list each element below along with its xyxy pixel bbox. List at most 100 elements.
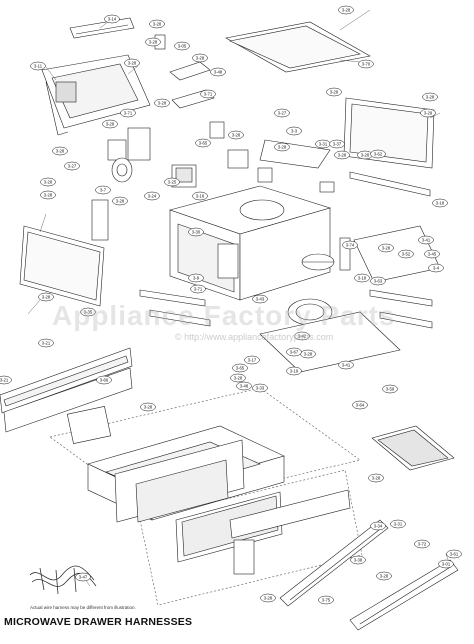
part-callout: 3-43 <box>252 294 268 304</box>
part-callout-oval <box>154 98 170 108</box>
part-callout-label: 3-28 <box>116 199 125 204</box>
part-callout-oval <box>96 375 112 385</box>
part-callout-label: 3-21 <box>42 341 51 346</box>
drawer-front-part <box>66 406 245 523</box>
part-callout-label: 3-31 <box>394 522 403 527</box>
part-callout-oval <box>104 14 120 24</box>
part-callout-oval <box>422 92 438 102</box>
part-callout: 3-61 <box>446 549 462 559</box>
part-callout-label: 3-28 <box>338 153 347 158</box>
part-callout-label: 3-31 <box>319 142 328 147</box>
part-callout-oval <box>149 19 165 29</box>
part-callout-label: 3-4 <box>433 266 440 271</box>
part-callout-oval <box>286 347 302 357</box>
part-callout: 3-38 <box>350 555 366 565</box>
part-callout-label: 3-67 <box>290 350 299 355</box>
part-callout-oval <box>52 146 68 156</box>
part-callout-oval <box>370 521 386 531</box>
part-callout-label: 3-63 <box>374 279 383 284</box>
part-callout-label: 3-72 <box>418 542 427 547</box>
part-callout-oval <box>378 243 394 253</box>
part-callout: 3-37 <box>329 139 345 149</box>
part-callout-label: 3-28 <box>380 574 389 579</box>
part-callout-label: 3-28 <box>304 352 313 357</box>
part-callout-oval <box>200 89 216 99</box>
part-callout-label: 3-27 <box>278 111 287 116</box>
turntable-part <box>287 253 335 326</box>
part-callout: 3-28 <box>334 150 350 160</box>
part-callout-label: 3-74 <box>346 243 355 248</box>
part-callout: 3-28 <box>38 292 54 302</box>
part-callout-label: 3-33 <box>256 386 265 391</box>
part-callout-oval <box>120 108 136 118</box>
part-callout: 3-42 <box>294 331 310 341</box>
part-callout-label: 3-41 <box>422 238 431 243</box>
part-callout-label: 3-30 <box>192 230 201 235</box>
part-callout-oval <box>210 67 226 77</box>
part-callout: 3-48 <box>236 381 252 391</box>
part-callout-label: 3-28 <box>361 153 370 158</box>
part-callout: 3-28 <box>154 98 170 108</box>
part-callout-label: 3-71 <box>204 92 213 97</box>
part-callout: 3-18 <box>354 273 370 283</box>
part-callout: 3-72 <box>414 539 430 549</box>
part-callout-oval <box>428 263 444 273</box>
part-callout-oval <box>260 593 276 603</box>
harness-note: Actual wire harness may be different fro… <box>30 605 136 610</box>
part-callout-oval <box>174 41 190 51</box>
part-callout: 3-28 <box>378 243 394 253</box>
part-callout-label: 3-48 <box>214 70 223 75</box>
part-callout-label: 3-28 <box>42 295 51 300</box>
part-callout: 3-63 <box>370 276 386 286</box>
part-callout: 3-28 <box>149 19 165 29</box>
part-callout: 3-28 <box>357 150 373 160</box>
part-callout: 3-19 <box>286 366 302 376</box>
outer-side-panel-part <box>0 347 133 433</box>
part-callout-oval <box>38 338 54 348</box>
part-callout-oval <box>446 549 462 559</box>
part-callout-oval <box>354 273 370 283</box>
part-callout-label: 3-28 <box>144 405 153 410</box>
part-callout-label: 3-70 <box>362 62 371 67</box>
part-callout-label: 3-65 <box>236 366 245 371</box>
drawer-panel-part <box>229 489 351 575</box>
part-callout-label: 3-29 <box>424 111 433 116</box>
part-callout-oval <box>75 572 91 582</box>
part-callout-label: 3-28 <box>278 145 287 150</box>
part-callout: 3-28 <box>376 571 392 581</box>
part-callout: 3-28 <box>228 130 244 140</box>
rail-parts <box>139 171 433 329</box>
part-callout-label: 3-05 <box>178 44 187 49</box>
part-callout: 3-59 <box>382 384 398 394</box>
part-callout: 3-71 <box>120 108 136 118</box>
footer-title: MICROWAVE DRAWER HARNESSES <box>4 616 193 628</box>
part-callout-label: 3-16 <box>196 194 205 199</box>
part-callout: 3-34 <box>370 521 386 531</box>
part-callout-label: 3-01 <box>442 562 451 567</box>
part-callout-oval <box>40 190 56 200</box>
part-callout-oval <box>192 53 208 63</box>
part-callout: 3-28 <box>124 58 140 68</box>
part-callout: 3-31 <box>315 139 331 149</box>
part-callout: 3-18 <box>432 198 448 208</box>
part-callout-oval <box>188 273 204 283</box>
part-callout-label: 3-28 <box>56 149 65 154</box>
part-callout-oval <box>334 150 350 160</box>
part-callout: 3-71 <box>200 89 216 99</box>
part-callout-label: 3-34 <box>374 524 383 529</box>
part-callout-label: 3-28 <box>44 180 53 185</box>
part-callout: 3-66 <box>96 375 112 385</box>
part-callout-oval <box>252 383 268 393</box>
part-callout-oval <box>80 307 96 317</box>
top-rail-part <box>69 17 135 39</box>
part-callout-label: 3-48 <box>240 384 249 389</box>
part-callout-oval <box>274 108 290 118</box>
part-callout-oval <box>350 555 366 565</box>
part-callout: 3-64 <box>352 400 368 410</box>
part-callout-oval <box>95 185 111 195</box>
part-callout: 3-65 <box>232 363 248 373</box>
part-callout-label: 3-28 <box>264 596 273 601</box>
part-callout-label: 3-75 <box>322 598 331 603</box>
part-callout-label: 3-27 <box>68 164 77 169</box>
part-callout: 3-41 <box>338 360 354 370</box>
